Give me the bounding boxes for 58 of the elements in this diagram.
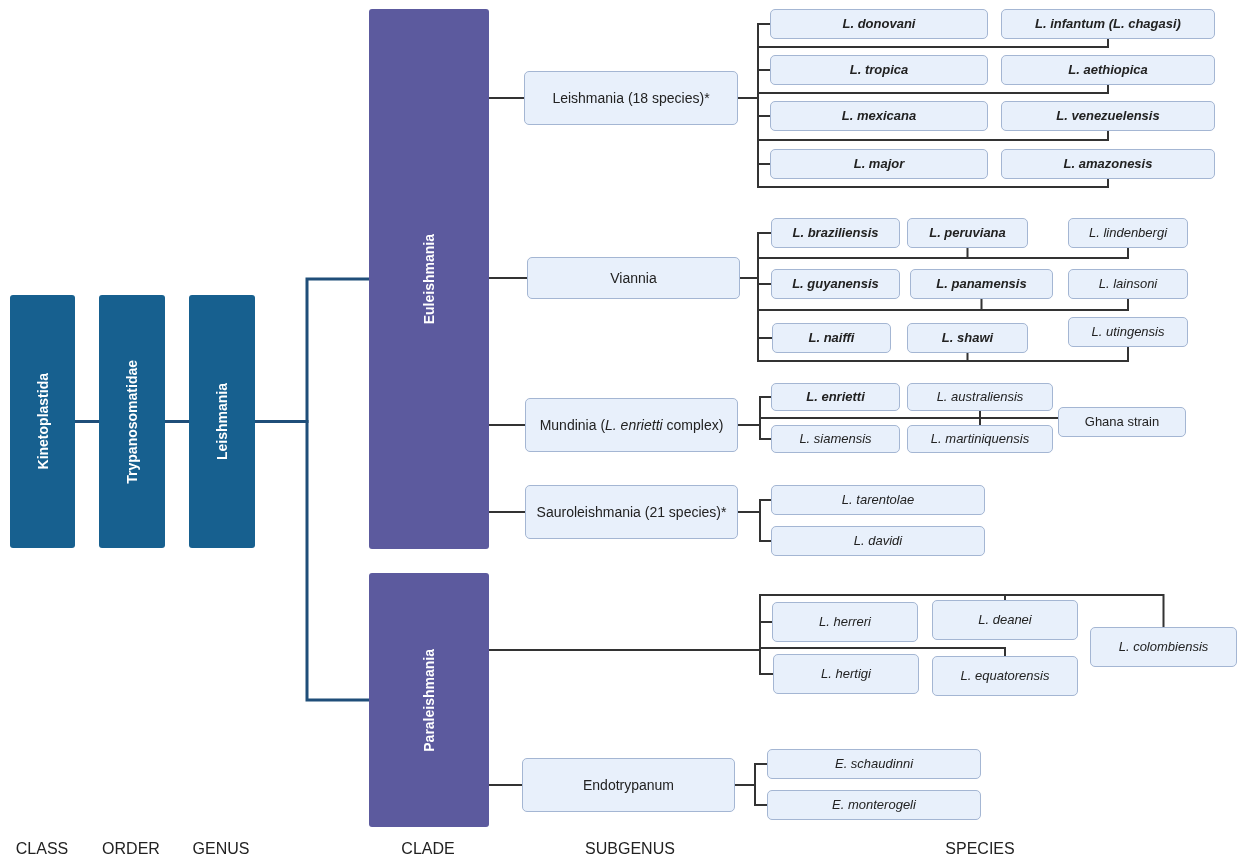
species-box: E. monterogeli xyxy=(767,790,981,820)
species-box: L. utingensis xyxy=(1068,317,1188,347)
rank-heading: SPECIES xyxy=(945,840,1015,858)
species-box: L. guyanensis xyxy=(771,269,900,299)
species-box: L. amazonesis xyxy=(1001,149,1215,179)
species-box: L. australiensis xyxy=(907,383,1053,411)
species-box: L. panamensis xyxy=(910,269,1053,299)
species-box: L. peruviana xyxy=(907,218,1028,248)
species-box: L. herreri xyxy=(772,602,918,642)
connector-line xyxy=(255,420,369,702)
connector-line xyxy=(488,784,523,786)
connector-line xyxy=(488,424,526,426)
species-box: L. shawi xyxy=(907,323,1028,353)
species-box: L. venezuelensis xyxy=(1001,101,1215,131)
rank-heading: CLASS xyxy=(15,840,69,858)
species-box: L. infantum (L. chagasi) xyxy=(1001,9,1215,39)
species-box: L. tarentolae xyxy=(771,485,985,515)
species-box: L. deanei xyxy=(932,600,1078,640)
connector-line xyxy=(488,277,528,279)
species-box: L. colombiensis xyxy=(1090,627,1237,667)
clade-bar: Euleishmania xyxy=(369,9,489,549)
species-box: E. schaudinni xyxy=(767,749,981,779)
connector-line xyxy=(737,511,772,542)
rank-bar: Kinetoplastida xyxy=(10,295,75,548)
species-box: L. naiffi xyxy=(772,323,891,353)
rank-heading: SUBGENUS xyxy=(585,840,675,858)
subgenus-box: Viannia xyxy=(527,257,740,299)
rank-heading: CLADE xyxy=(401,840,455,858)
species-box: L. major xyxy=(770,149,988,179)
species-box: L. enrietti xyxy=(771,383,900,411)
species-box: L. davidi xyxy=(771,526,985,556)
clade-bar: Paraleishmania xyxy=(369,573,489,827)
subgenus-box: Mundinia (L. enrietti complex) xyxy=(525,398,738,452)
connector-line xyxy=(734,784,768,806)
species-box: L. tropica xyxy=(770,55,988,85)
connector-line xyxy=(488,511,526,513)
species-box: L. hertigi xyxy=(773,654,919,694)
subgenus-box: Sauroleishmania (21 species)* xyxy=(525,485,738,539)
connector-line xyxy=(737,417,981,426)
species-box: L. aethiopica xyxy=(1001,55,1215,85)
connector-line xyxy=(165,420,189,423)
rank-heading: GENUS xyxy=(192,840,250,858)
species-box: L. donovani xyxy=(770,9,988,39)
species-box: L. lainsoni xyxy=(1068,269,1188,299)
species-box: L. siamensis xyxy=(771,425,900,453)
species-box: L. equatorensis xyxy=(932,656,1078,696)
connector-line xyxy=(75,420,99,423)
connector-line xyxy=(488,97,525,99)
rank-bar: Leishmania xyxy=(189,295,255,548)
subgenus-box: Endotrypanum xyxy=(522,758,735,812)
species-box: L. martiniquensis xyxy=(907,425,1053,453)
species-box: L. lindenbergi xyxy=(1068,218,1188,248)
subgenus-box: Leishmania (18 species)* xyxy=(524,71,738,125)
species-box: L. mexicana xyxy=(770,101,988,131)
strain-box: Ghana strain xyxy=(1058,407,1186,437)
rank-bar: Trypanosomatidae xyxy=(99,295,165,548)
rank-heading: ORDER xyxy=(102,840,160,858)
species-box: L. braziliensis xyxy=(771,218,900,248)
